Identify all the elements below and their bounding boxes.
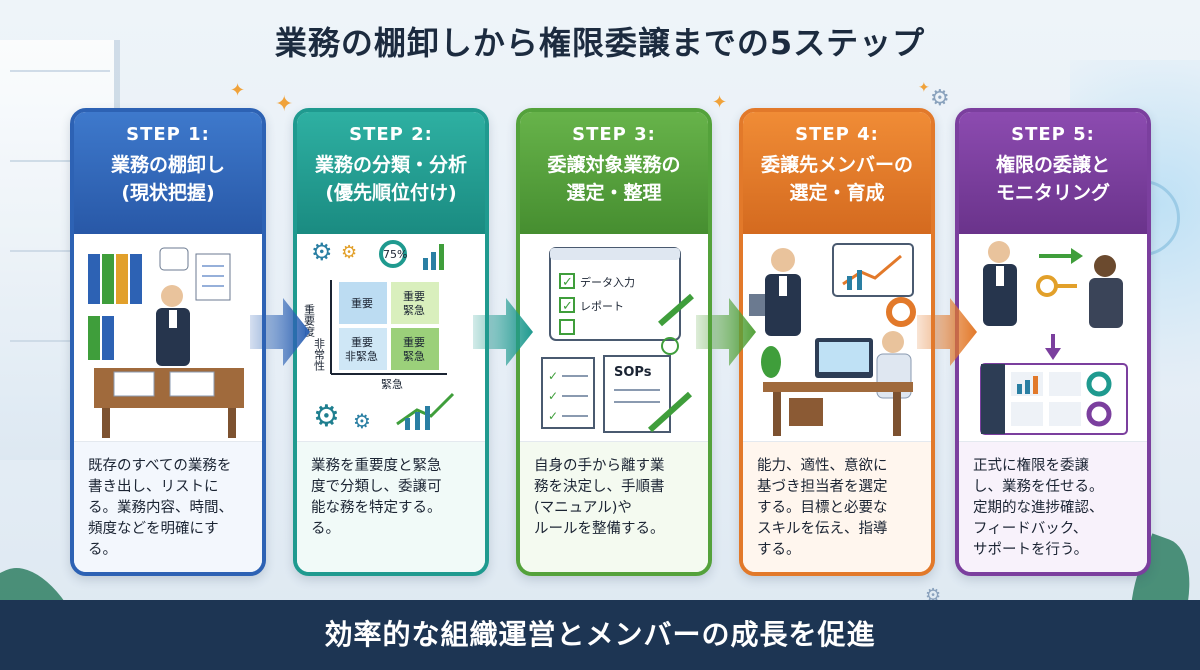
checklist-item: レポート [580,300,624,313]
desc-line: る。 [88,542,117,558]
step-title-line1: 業務の棚卸し [110,154,225,176]
matrix-cell: 重要 [403,335,425,349]
gear-icon: ⚙ [353,409,371,433]
desc-line: (マニュアル)や [534,500,632,516]
desc-line: 能力、適性、意欲に [757,458,888,474]
sparkle-icon: ✦ [275,92,294,117]
checklist-and-sops-illustration: ✓ データ入力 ✓ レポート ✓ ✓ ✓ SOPs [541,247,694,433]
step-title-line2: (現状把握) [121,182,215,204]
desc-line: し、業務を任せる。 [973,479,1104,495]
step-title-line2: (優先順位付け) [325,182,457,204]
desc-line: 書き出し、リストに [88,479,219,495]
desc-line: する。目標と必要な [757,500,888,516]
desc-line: ルールを整備する。 [534,521,665,537]
desc-line: 業務を重要度と緊急 [311,458,442,474]
desc-line: る。 [311,521,340,537]
desc-line: 定期的な進捗確認、 [973,500,1104,516]
desc-line: 自身の手から離す業 [534,458,665,474]
sparkle-icon: ✦ [712,92,728,113]
step-header: STEP 2: 業務の分類・分析 (優先順位付け) [297,112,485,234]
desc-line: 務を決定し、手順書 [534,479,665,495]
step-description: 自身の手から離す業 務を決定し、手順書 (マニュアル)や ルールを整備する。 [520,442,708,572]
key-handover-illustration [980,241,1128,435]
step-header: STEP 4: 委譲先メンバーの 選定・育成 [743,112,931,234]
step-label: STEP 4: [795,124,879,145]
desc-line: 頻度などを明確にす [88,521,219,537]
step-card-3: STEP 3: 委譲対象業務の 選定・整理 ✓ データ入力 ✓ レポート ✓ ✓… [516,108,712,576]
step-illustration: ⚙ ⚙ 75% 重要 重要 緊急 重要 非緊急 重要 緊急 重要度 非常性 緊急… [297,234,485,442]
matrix-cell: 重要 [351,296,373,310]
desc-line: る。業務内容、時間、 [88,500,233,516]
matrix-cell: 重要 [403,289,425,303]
matrix-y-axis-2: 非常性 [313,338,326,372]
desc-line: する。 [757,542,801,558]
step-illustration [74,234,262,442]
desc-line: 度で分類し、委譲可 [311,479,442,495]
step-title-line2: 選定・整理 [566,182,662,204]
desc-line: 正式に権限を委譲 [973,458,1089,474]
gear-icon: ⚙ [930,86,950,111]
svg-text:✓: ✓ [548,409,558,423]
matrix-cell: 重要 [351,335,373,349]
svg-text:✓: ✓ [562,299,573,314]
desc-line: 既存のすべての業務を [88,458,232,474]
mentoring-illustration [749,243,916,436]
step-label: STEP 5: [1011,124,1095,145]
step-illustration: ✓ データ入力 ✓ レポート ✓ ✓ ✓ SOPs [520,234,708,442]
matrix-x-axis: 緊急 [381,377,403,391]
step-card-1: STEP 1: 業務の棚卸し (現状把握) 既存のすべての業務を 書き出し、リス… [70,108,266,576]
binders-and-desk-illustration [88,247,244,438]
step-title-line1: 委譲先メンバーの [760,154,913,176]
svg-text:✓: ✓ [548,369,558,383]
desc-line: 基づき担当者を選定 [757,479,888,495]
desc-line: サポートを行う。 [973,542,1089,558]
desc-line: フィードバック、 [973,521,1088,537]
step-title-line2: モニタリング [995,182,1110,204]
page-title: 業務の棚卸しから権限委譲までの5ステップ [274,24,926,62]
matrix-cell: 緊急 [403,349,425,363]
gear-icon: ⚙ [313,399,340,434]
svg-text:✓: ✓ [562,275,573,290]
gear-icon: ⚙ [341,242,357,263]
step-card-2: STEP 2: 業務の分類・分析 (優先順位付け) ⚙ ⚙ 75% 重要 重要 … [293,108,489,576]
step-description: 既存のすべての業務を 書き出し、リストに る。業務内容、時間、 頻度などを明確に… [74,442,262,572]
sparkle-icon: ✦ [230,80,246,101]
desc-line: 能な務を特定する。 [311,500,442,516]
step-title-line1: 権限の委譲と [995,154,1110,176]
sops-label: SOPs [614,365,652,380]
step-title-line1: 委譲対象業務の [547,154,681,176]
step-card-5: STEP 5: 権限の委譲と モニタリング 正式に権 [955,108,1151,576]
step-header: STEP 1: 業務の棚卸し (現状把握) [74,112,262,234]
step-description: 能力、適性、意欲に 基づき担当者を選定 する。目標と必要な スキルを伝え、指導 … [743,442,931,572]
gear-icon: ⚙ [311,238,333,266]
sparkle-icon: ✦ [918,80,930,96]
gauge-value: 75% [383,248,407,261]
step-description: 業務を重要度と緊急 度で分類し、委譲可 能な務を特定する。 る。 [297,442,485,572]
step-label: STEP 1: [126,124,210,145]
matrix-cell: 非緊急 [345,349,378,363]
step-header: STEP 3: 委譲対象業務の 選定・整理 [520,112,708,234]
matrix-cell: 緊急 [403,303,425,317]
svg-text:✓: ✓ [548,389,558,403]
desc-line: スキルを伝え、指導 [757,521,888,537]
step-title-line2: 選定・育成 [789,182,885,204]
step-illustration [959,234,1147,442]
step-description: 正式に権限を委譲 し、業務を任せる。 定期的な進捗確認、 フィードバック、 サポ… [959,442,1147,572]
step-label: STEP 2: [349,124,433,145]
step-title-line1: 業務の分類・分析 [314,154,467,176]
footer-banner: 効率的な組織運営とメンバーの成長を促進 [0,600,1200,670]
priority-matrix-illustration: ⚙ ⚙ 75% 重要 重要 緊急 重要 非緊急 重要 緊急 重要度 非常性 緊急… [303,238,455,434]
step-label: STEP 3: [572,124,656,145]
step-header: STEP 5: 権限の委譲と モニタリング [959,112,1147,234]
step-card-4: STEP 4: 委譲先メンバーの 選定・育成 能力、適性、意欲に 基づき担当者を… [739,108,935,576]
step-illustration [743,234,931,442]
checklist-item: データ入力 [580,275,635,289]
